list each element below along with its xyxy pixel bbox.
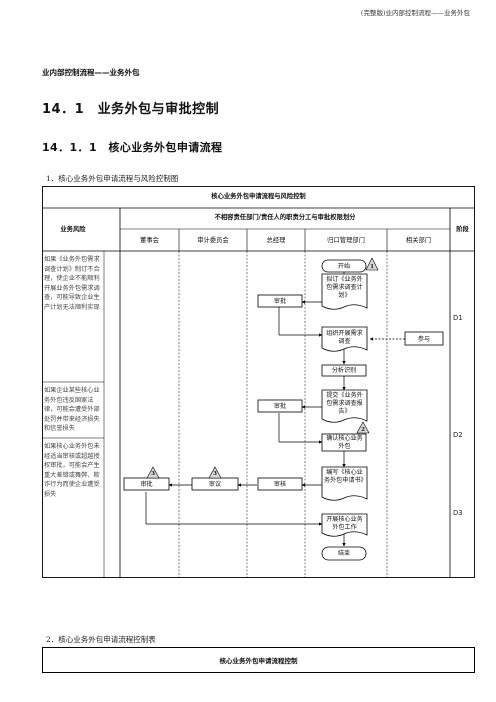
node-audit-deliberate: 审议 [208,481,222,488]
risk-text-3: 如果核心业务外包未经适当审核或超越授权审批，可能会产生重大差错或舞弊、欺诈行为而… [44,443,100,499]
risk-marker-1: 1 [370,264,374,270]
risk-marker-2: 2 [361,427,365,433]
section-heading: 14．1 业务外包与审批控制 [42,102,220,117]
running-header: (完整版)业内部控制流程——业务外包 [360,9,470,17]
start-terminator [321,259,367,273]
dept-management: 归口管理部门 [327,237,365,244]
stage-column-header: 阶段 [456,226,469,233]
node-organize-survey: 组织开展需求调查 [326,330,363,345]
node-gm-review: 审核 [273,481,287,488]
node-analyze: 分析识别 [331,367,357,374]
dept-audit-committee: 审计委员会 [197,237,229,244]
figure-caption: 1．核心业务外包申请流程与风险控制图 [46,174,179,183]
risk-text-1: 如果《业务外包需求调查计划》制订不合理，使企业不能顺利开展业务外包需求调查，可能… [44,256,100,312]
dept-general-manager: 总经理 [266,237,286,244]
node-write-application: 编写《核心业务外包申请书》 [324,469,367,484]
node-gm-approve-2: 审批 [273,403,287,410]
node-confirm-outsourcing: 确认核心业务外包 [326,435,363,450]
table-grid-lines [42,186,475,578]
table-title: 核心业务外包申请流程与风险控制 [211,193,306,200]
figure-caption-2: 2．核心业务外包申请流程控制表 [46,635,156,644]
node-end: 结束 [337,550,351,557]
subsection-heading: 14．1．1 核心业务外包申请流程 [42,141,223,154]
node-board-approve: 审批 [140,481,153,488]
document-title: 业内部控制流程——业务外包 [42,68,140,77]
stage-d2: D2 [453,431,463,439]
risk-marker-3b: 3 [151,471,155,477]
node-gm-approve-1: 审批 [273,298,287,305]
risk-column-header: 业务风险 [60,226,86,233]
control-table-title: 核心业务外包申请流程控制 [42,647,475,673]
risk-text-2: 如果企业某些核心业务外包违反国家法律，可能会遭受外部处罚并带来经济损失和信誉损失 [44,387,100,433]
stage-d3: D3 [453,509,463,517]
responsibility-header: 不相容责任部门/责任人的职责分工与审批权限划分 [214,214,356,221]
dept-related: 相关部门 [405,237,432,244]
node-start: 开始 [337,263,351,270]
node-launch-work: 开展核心业务外包工作 [326,516,363,531]
stage-d1: D1 [453,314,463,322]
node-submit-report: 提交《业务外包需求调查报告》 [326,392,363,415]
node-draft-plan: 拟订《业务外包需求调查计划》 [326,276,363,299]
node-participate: 参与 [417,336,431,343]
risk-marker-3a: 3 [213,471,217,477]
flow-control-table: 核心业务外包申请流程与风险控制 业务风险 不相容责任部门/责任人的职责分工与审批… [42,186,475,578]
dept-board: 董事会 [140,237,159,244]
